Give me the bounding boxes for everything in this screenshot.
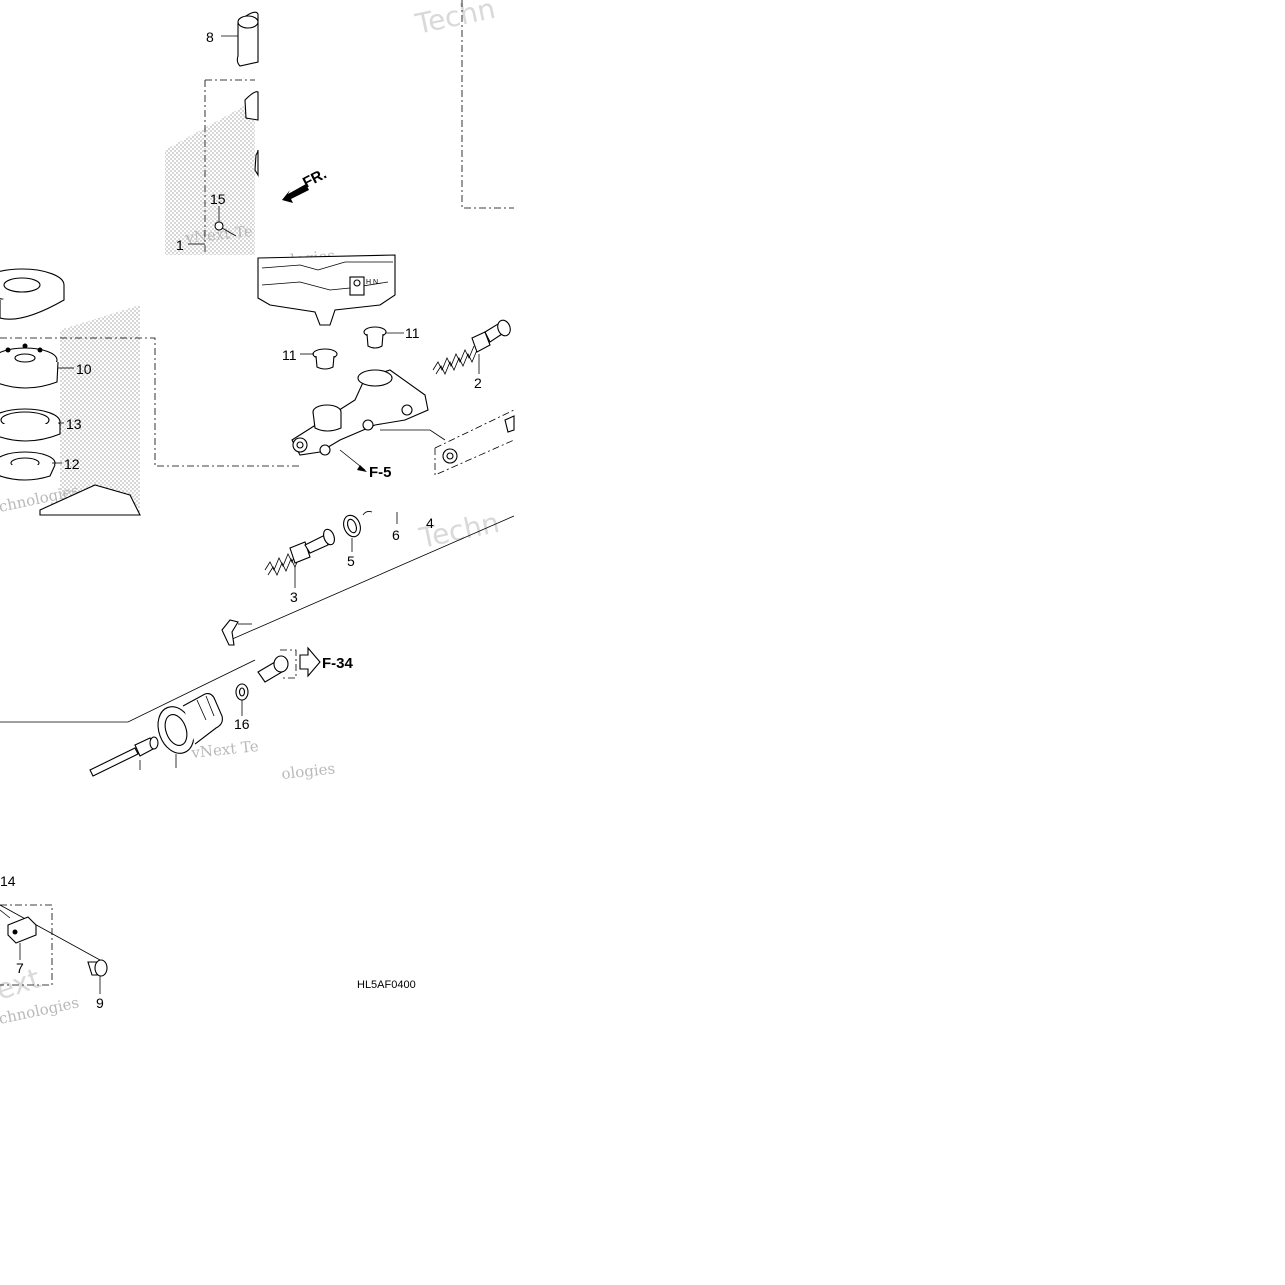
callout-13: 13 — [66, 416, 82, 432]
assembly-boundary-lower — [0, 904, 53, 986]
part-5-seal — [343, 514, 361, 538]
callout-4: 4 — [426, 515, 434, 531]
assembly-boundary-right — [434, 409, 515, 476]
push-rod-boot — [157, 693, 223, 754]
part-13-seal-ring — [0, 408, 61, 442]
callout-8: 8 — [206, 29, 214, 45]
callout-14: 14 — [0, 873, 16, 889]
callout-15: 15 — [210, 191, 226, 207]
part-10-filter-cap — [0, 343, 59, 389]
part-3-piston-assembly — [264, 528, 335, 576]
callout-6: 6 — [392, 527, 400, 543]
reference-arrow-f34 — [299, 646, 321, 678]
master-cylinder-housing: H N — [257, 254, 396, 326]
shading-middle — [60, 305, 140, 515]
part-right-bolt — [504, 415, 515, 433]
part-8-reservoir-cap — [236, 11, 259, 67]
callout-1: 1 — [176, 237, 184, 253]
reference-label-f5: F-5 — [369, 464, 392, 481]
reference-label-f34: F-34 — [322, 655, 354, 672]
master-cylinder-body — [291, 369, 446, 472]
part-12-strainer — [0, 451, 56, 481]
push-rod — [89, 736, 159, 777]
part-right-nut — [442, 448, 458, 464]
callout-11-upper: 11 — [405, 325, 420, 341]
callout-7: 7 — [16, 960, 24, 976]
assembly-boundary-reservoir — [0, 337, 300, 467]
assembly-boundary-inset — [461, 0, 514, 209]
callout-11-lower: 11 — [282, 347, 297, 363]
watermark-text: ologies — [281, 759, 336, 783]
part-6-ring — [362, 511, 373, 516]
part-2-piston-assembly — [432, 319, 511, 375]
part-9-bolt — [87, 959, 108, 977]
callout-9: 9 — [96, 995, 104, 1011]
axis-line-main — [0, 515, 515, 723]
assembly-boundary-upper — [204, 79, 255, 255]
part-11-grommet-b — [312, 348, 338, 370]
reservoir-body-left — [39, 484, 141, 516]
shading-upper — [165, 100, 255, 255]
callout-16: 16 — [234, 716, 250, 732]
diagram-code: HL5AF0400 — [357, 979, 416, 991]
inset-panel — [258, 0, 514, 255]
part-7-clamp — [0, 909, 37, 944]
part-11-grommet-a — [363, 326, 387, 349]
leader-lines — [19, 35, 480, 994]
connector-bolt — [257, 649, 297, 683]
callout-5: 5 — [347, 553, 355, 569]
callout-12: 12 — [64, 456, 80, 472]
axis-line-lower — [0, 904, 101, 961]
callout-10: 10 — [76, 361, 92, 377]
svg-text:H N: H N — [366, 279, 378, 286]
part-retaining-clip — [221, 619, 239, 646]
part-upper-partial — [244, 91, 259, 177]
reservoir-cap-left — [0, 268, 65, 320]
callout-2: 2 — [474, 375, 482, 391]
part-16-washer — [235, 683, 249, 701]
callout-3: 3 — [290, 589, 298, 605]
